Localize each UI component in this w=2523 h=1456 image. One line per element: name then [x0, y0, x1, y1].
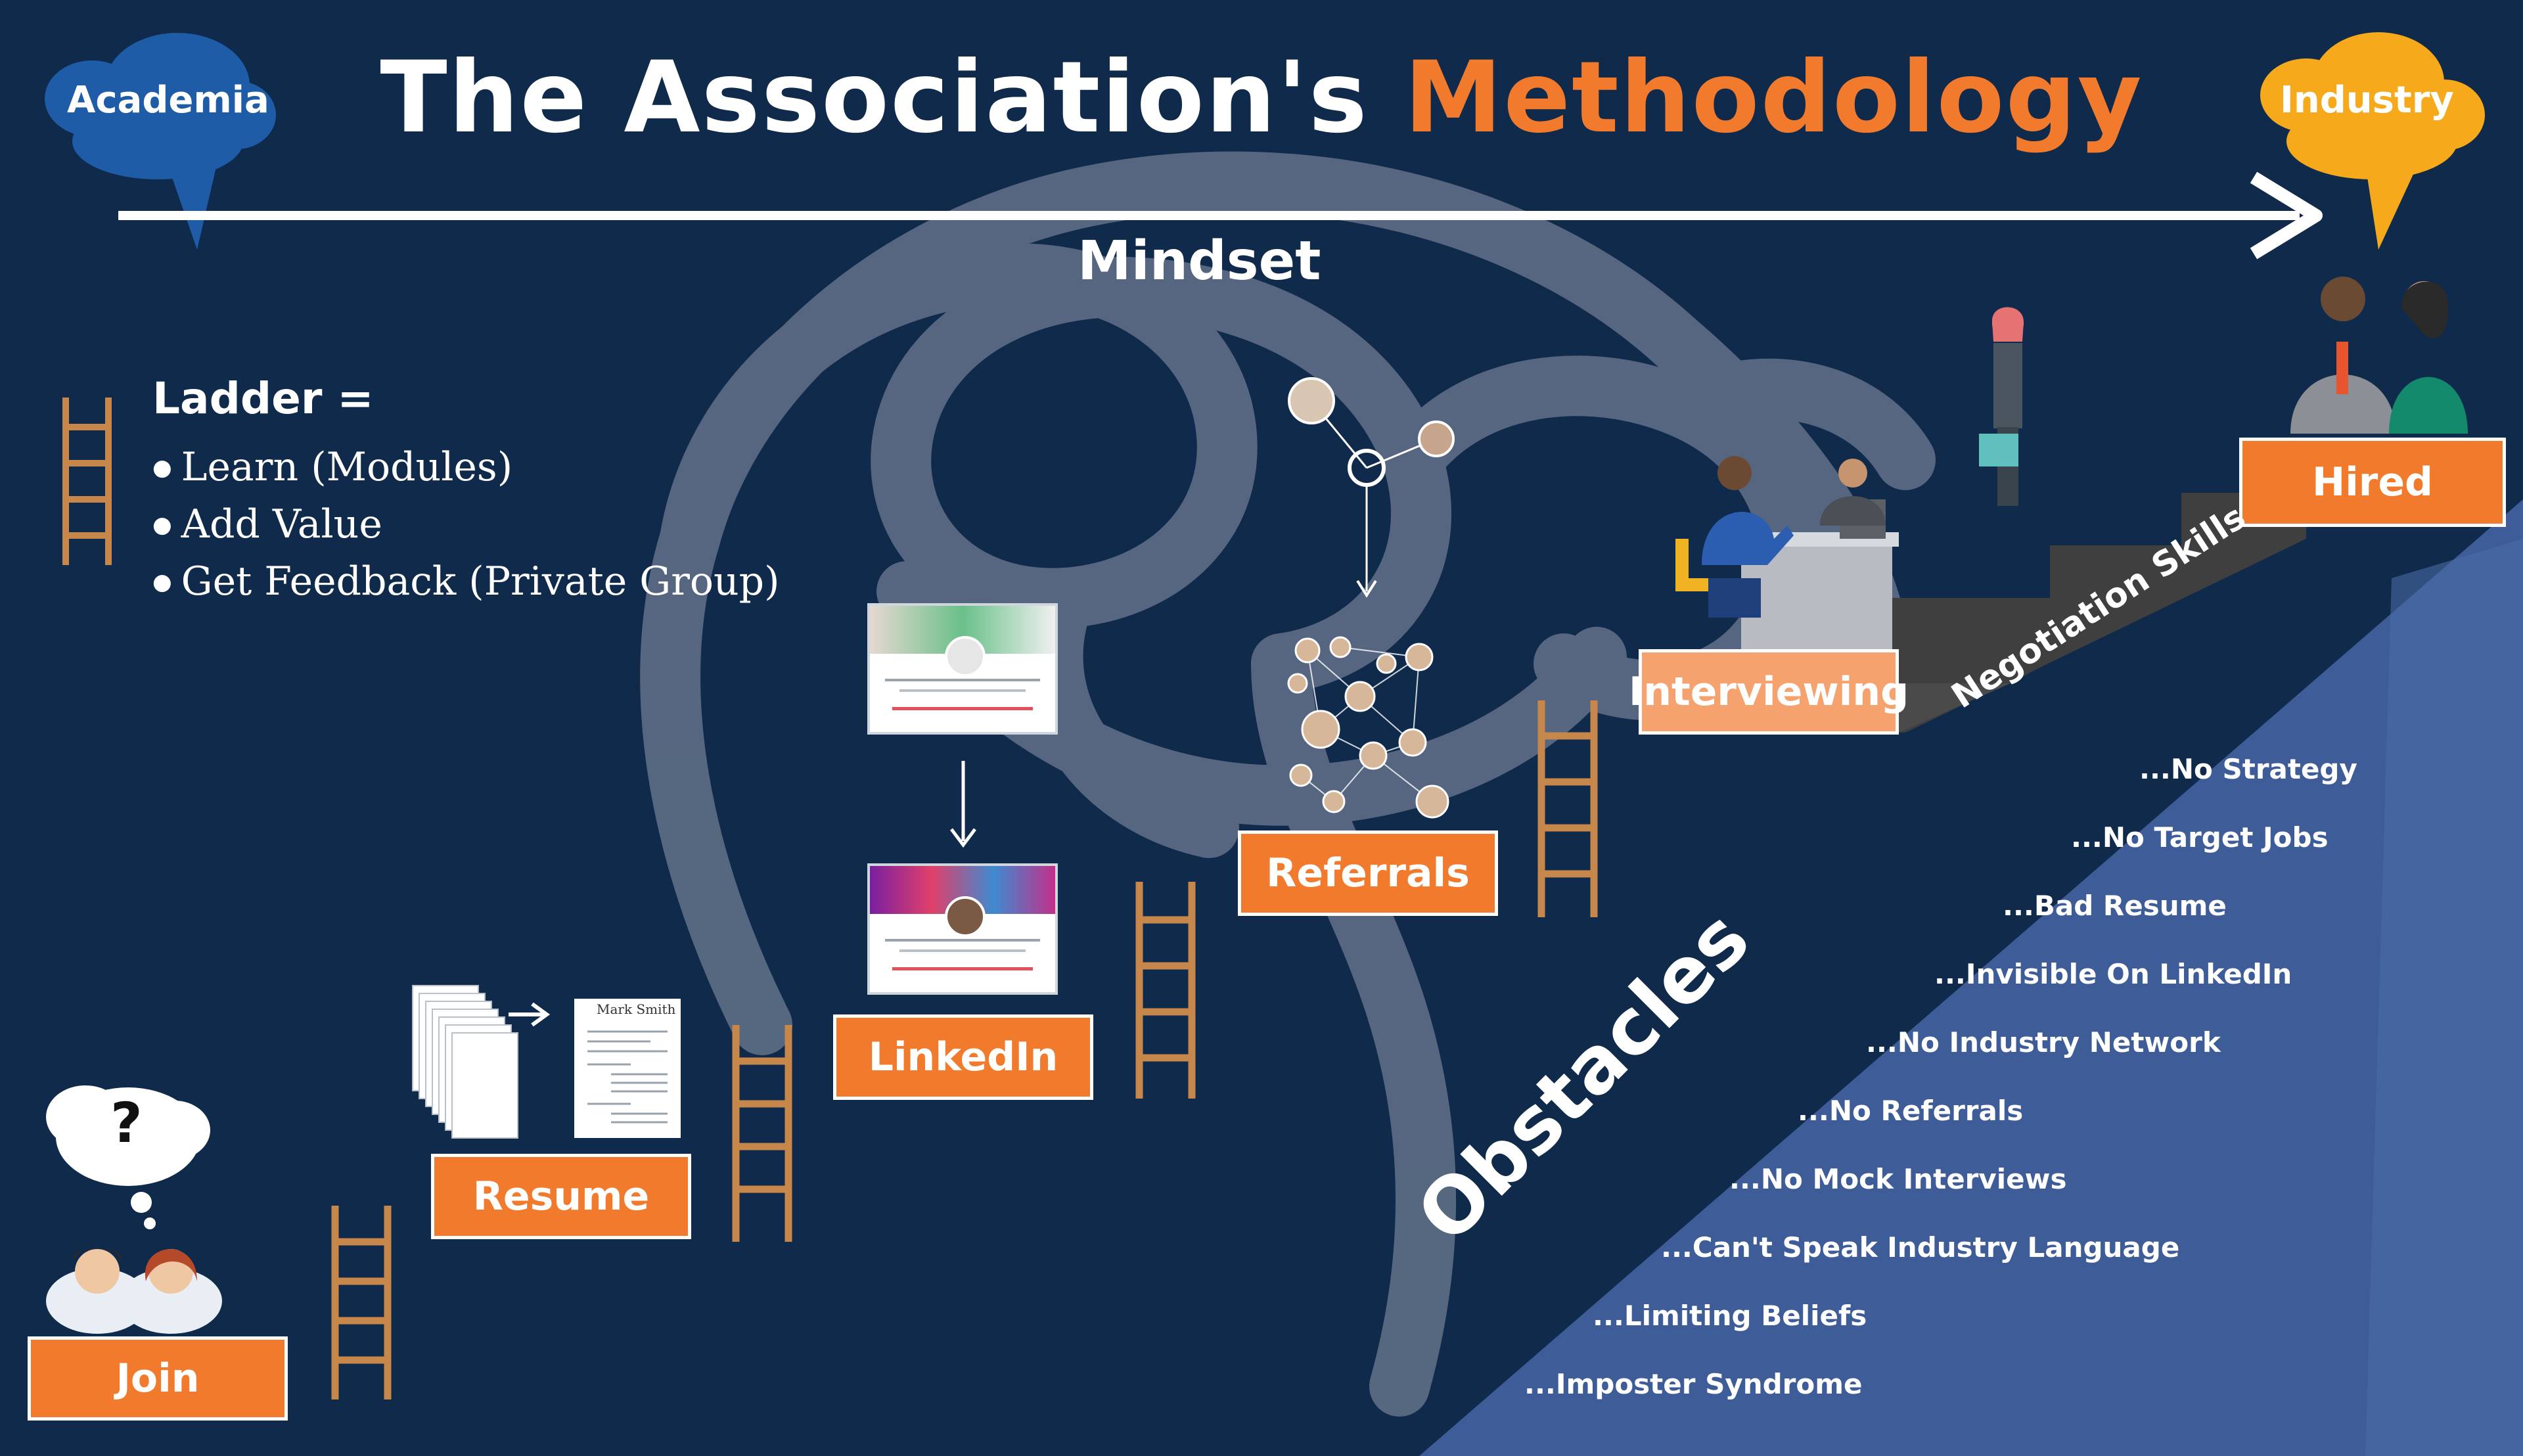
- stairs: [1892, 493, 2313, 733]
- obstacle-item: ...No Strategy: [2139, 753, 2357, 785]
- ladder-2: [732, 1025, 792, 1242]
- linkedin-arrow: [950, 761, 976, 848]
- obstacle-item: ...No Referrals: [1798, 1095, 2024, 1127]
- academia-label: Academia: [67, 79, 269, 122]
- stage-interviewing: Interviewing: [1629, 649, 1909, 735]
- obstacle-item: ...Limiting Beliefs: [1593, 1300, 1867, 1332]
- ladder-item: Add Value: [152, 499, 779, 556]
- mindset-arrow: [118, 171, 2323, 260]
- ladder-heading: Ladder =: [152, 373, 374, 424]
- interview-icon: [1675, 456, 1899, 670]
- resume-stack: [412, 985, 518, 1139]
- stage-join: Join: [28, 1336, 288, 1421]
- stage-resume: Resume: [431, 1154, 691, 1239]
- stack-arrow: [509, 1002, 551, 1027]
- obstacles-panel: [1419, 499, 2523, 1456]
- ladder-4: [1537, 700, 1598, 917]
- stage-referrals: Referrals: [1238, 830, 1498, 916]
- ladder-legend: Learn (Modules) Add Value Get Feedback (…: [152, 442, 780, 613]
- obstacle-item: ...Invisible On LinkedIn: [1934, 958, 2292, 990]
- stage-hired: Hired: [2239, 438, 2506, 527]
- ladder-item: Learn (Modules): [152, 442, 779, 499]
- hired-figure: [2290, 277, 2468, 434]
- stage-linkedin: LinkedIn: [833, 1014, 1093, 1100]
- ladder-icon: [62, 398, 112, 565]
- academia-cloud: [45, 33, 276, 250]
- obstacle-item: ...Imposter Syndrome: [1524, 1368, 1863, 1400]
- obstacle-item: ...No Mock Interviews: [1729, 1163, 2067, 1195]
- ladder-3: [1135, 882, 1196, 1099]
- obstacle-item: ...No Industry Network: [1866, 1026, 2221, 1058]
- industry-cloud: [2260, 32, 2485, 250]
- linkedin-profile-after: [867, 863, 1058, 995]
- network-icon: [1287, 377, 1455, 819]
- ladder-item: Get Feedback (Private Group): [152, 556, 780, 613]
- resume-name: Mark Smith: [597, 1001, 676, 1017]
- mindset-label: Mindset: [1078, 230, 1321, 292]
- resume-page: [574, 999, 681, 1138]
- industry-label: Industry: [2280, 79, 2454, 122]
- thought-bubble: [46, 1085, 210, 1229]
- obstacle-item: ...Can't Speak Industry Language: [1661, 1231, 2180, 1263]
- title-main: The Association's: [380, 41, 1369, 155]
- question-icon: ?: [110, 1091, 143, 1155]
- people-icon: [46, 1247, 222, 1334]
- brain-path: [640, 151, 1936, 1417]
- candidate-figure: [1979, 307, 2024, 506]
- page-title: The Association's Methodology: [0, 41, 2523, 155]
- ladder-1: [331, 1206, 392, 1399]
- linkedin-profile-before: [867, 603, 1058, 735]
- title-accent: Methodology: [1404, 41, 2143, 155]
- obstacle-item: ...Bad Resume: [2003, 890, 2227, 922]
- obstacle-item: ...No Target Jobs: [2071, 821, 2329, 853]
